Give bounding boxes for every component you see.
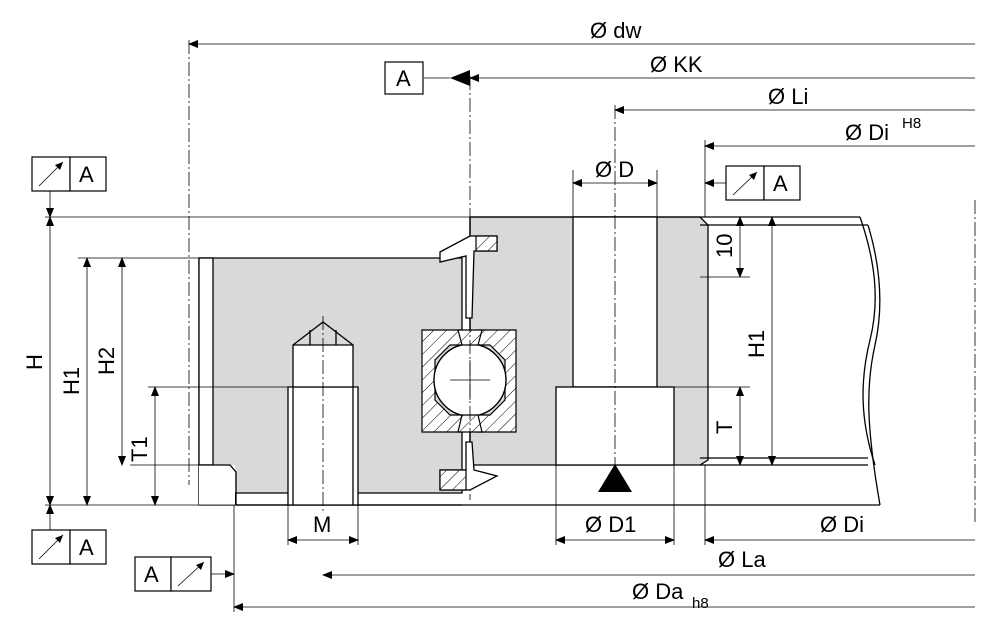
- runout-bottom-left: A: [134, 556, 235, 592]
- runout-right: A: [704, 165, 801, 201]
- label-d1: Ø D1: [585, 512, 636, 537]
- datum-top-left: A: [79, 162, 94, 187]
- dimension-h1-right: H1: [744, 216, 776, 466]
- datum-kk: A: [396, 66, 411, 91]
- label-h1-right: H1: [744, 330, 769, 358]
- label-da: Ø Da: [632, 579, 684, 604]
- dimension-di-top: Ø Di H8: [704, 115, 975, 150]
- dimension-t: T: [712, 386, 744, 466]
- label-h1-left: H1: [59, 367, 84, 395]
- dimension-d: Ø D: [572, 157, 658, 187]
- dimension-10: 10: [712, 216, 744, 278]
- dimension-t1: T1: [127, 386, 159, 506]
- extension-lines: [45, 40, 790, 612]
- dimension-li: Ø Li: [614, 84, 975, 114]
- dimension-da: Ø Da h8: [233, 579, 975, 612]
- dimension-m: M: [287, 512, 359, 544]
- label-di-top: Ø Di: [845, 120, 889, 145]
- dimension-h2: H2: [94, 257, 126, 466]
- dimension-di-bottom: Ø Di: [704, 512, 975, 544]
- label-li: Ø Li: [768, 84, 808, 109]
- runout-top-left: A: [31, 156, 107, 218]
- label-dw: Ø dw: [590, 18, 641, 43]
- tolerance-di-top: H8: [902, 115, 921, 132]
- label-t: T: [712, 421, 737, 434]
- dimension-h1-left: H1: [59, 257, 91, 506]
- datum-bottom-left: A: [144, 562, 159, 587]
- label-di-bottom: Ø Di: [820, 512, 864, 537]
- dimension-kk: A Ø KK: [384, 52, 975, 95]
- dimension-h: H: [22, 216, 54, 506]
- label-d: Ø D: [595, 157, 634, 182]
- label-h: H: [22, 354, 47, 370]
- raceway: [421, 76, 517, 500]
- datum-right: A: [773, 171, 788, 196]
- label-la: Ø La: [718, 547, 766, 572]
- label-kk: Ø KK: [650, 52, 703, 77]
- label-h2: H2: [94, 347, 119, 375]
- threaded-hole: [287, 316, 359, 512]
- seals: [439, 235, 499, 491]
- label-m: M: [313, 512, 331, 537]
- label-t1: T1: [127, 436, 152, 462]
- runout-left-bottom: A: [31, 504, 107, 565]
- dimension-dw: Ø dw: [188, 18, 975, 48]
- dimension-la: Ø La: [322, 547, 975, 579]
- tolerance-da: h8: [692, 595, 709, 612]
- through-hole: [555, 105, 675, 492]
- dimension-d1: Ø D1: [555, 512, 675, 544]
- datum-left-bottom: A: [79, 535, 94, 560]
- label-10: 10: [712, 234, 737, 258]
